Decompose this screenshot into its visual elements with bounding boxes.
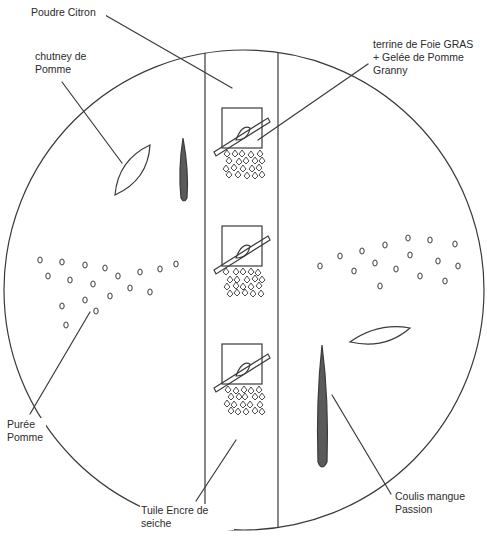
crumb: [249, 165, 255, 172]
crumb: [244, 276, 250, 283]
crumb: [224, 400, 230, 407]
crumb: [250, 290, 256, 297]
crumb: [248, 151, 254, 158]
crumb: [257, 401, 263, 408]
crumb: [256, 282, 262, 289]
crumb: [252, 275, 258, 282]
crumb: [223, 165, 229, 172]
crumb: [224, 150, 230, 157]
crumb: [234, 289, 240, 296]
crumb: [252, 393, 258, 400]
crumb: [259, 171, 265, 178]
plate-outline: [4, 50, 484, 530]
crumb: [232, 150, 238, 157]
callout-label: Purée Pomme: [6, 418, 46, 444]
band-line: [204, 53, 205, 527]
crumb: [256, 164, 262, 171]
tuile-crumble: [223, 150, 265, 415]
crumb: [259, 408, 265, 415]
crumb: [236, 393, 242, 400]
crumb: [224, 283, 230, 290]
crumb: [252, 172, 258, 179]
callout-label: terrine de Foie GRAS + Gelée de Pomme Gr…: [372, 38, 480, 77]
crumb: [252, 157, 258, 164]
terrine-square: [222, 226, 262, 266]
callout-label: Poudre Citron: [30, 6, 106, 19]
crumb: [244, 172, 250, 179]
crumb: [243, 408, 249, 415]
crumb: [248, 268, 254, 275]
crumb: [242, 289, 248, 296]
crumb: [228, 407, 234, 414]
crumb: [255, 269, 261, 276]
coulis-drop: [318, 345, 328, 467]
crumb: [236, 158, 242, 165]
crumb: [228, 393, 234, 400]
crumb: [235, 408, 241, 415]
crumb: [240, 165, 246, 172]
crumb: [243, 157, 249, 164]
terrine-square: [222, 108, 262, 148]
terrine-square: [222, 344, 262, 384]
leader-line: [332, 395, 391, 494]
callout-label: Tuile Encre de seiche: [140, 504, 234, 530]
crumb: [240, 401, 246, 408]
band-line: [277, 53, 278, 527]
crumb: [233, 387, 239, 394]
leader-line: [105, 15, 232, 88]
crumb: [248, 387, 254, 394]
crumb: [233, 282, 239, 289]
crumb: [240, 268, 246, 275]
tuile-stick: [214, 354, 270, 392]
coulis-drop: [180, 138, 188, 201]
crumb: [225, 386, 231, 393]
crumb: [257, 150, 263, 157]
crumb: [259, 157, 265, 164]
crumb: [231, 401, 237, 408]
crumb: [239, 150, 245, 157]
crumb: [258, 290, 264, 297]
leader-line: [258, 64, 368, 140]
crumb: [247, 401, 253, 408]
crumb: [242, 393, 248, 400]
chutney-leaf: [350, 327, 410, 345]
leader-line: [196, 440, 236, 501]
leader-line: [62, 82, 122, 163]
crumb: [227, 290, 233, 297]
crumb: [223, 268, 229, 275]
puree-dots: [38, 235, 460, 328]
crumb: [227, 276, 233, 283]
crumb: [256, 386, 262, 393]
tuile-stick: [214, 236, 270, 274]
crumb: [241, 386, 247, 393]
crumb: [234, 276, 240, 283]
crumb: [226, 157, 232, 164]
crumb: [252, 407, 258, 414]
leader-line: [30, 312, 90, 414]
crumb: [259, 276, 265, 283]
callout-label: chutney de Pomme: [34, 50, 98, 76]
gelee-leaf: [236, 245, 250, 258]
crumb: [231, 164, 237, 171]
chutney-leaf: [115, 145, 150, 195]
callout-label: Coulis mangue Passion: [394, 490, 476, 516]
gelee-leaf: [236, 127, 250, 140]
crumb: [235, 171, 241, 178]
crumb: [248, 283, 254, 290]
gelee-leaf: [236, 363, 250, 376]
crumb: [226, 171, 232, 178]
crumb: [233, 268, 239, 275]
crumb: [259, 393, 265, 400]
